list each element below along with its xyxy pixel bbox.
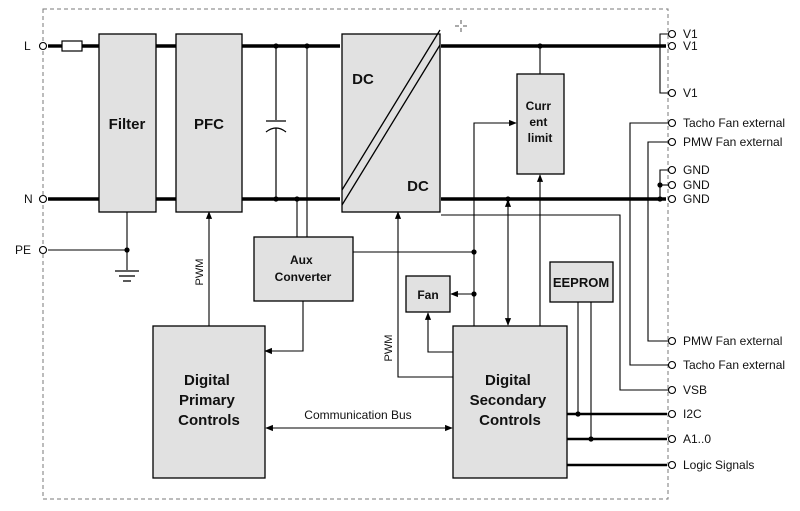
output-label: I2C <box>683 407 702 421</box>
input-terminal-l <box>38 41 48 51</box>
output-label: VSB <box>683 383 707 397</box>
output-terminal-10: VSB <box>667 383 707 397</box>
current-limit-label: Curr ent limit <box>526 99 555 145</box>
gnd-sense-wire <box>659 169 668 199</box>
output-label: GND <box>683 178 710 192</box>
junction-dot <box>273 196 279 202</box>
junction-dot <box>588 436 594 442</box>
pfc-label: PFC <box>194 116 224 133</box>
terminal-circle <box>667 385 677 395</box>
output-label: V1 <box>683 86 698 100</box>
digital-secondary-block <box>452 325 568 479</box>
dcdc-input-label: DC <box>352 71 374 88</box>
input-terminal-pe <box>38 245 48 255</box>
eeprom-block <box>549 261 614 303</box>
tacho-fan-wire <box>629 122 668 366</box>
input-label-l: L <box>24 39 31 53</box>
input-label-n: N <box>24 192 33 206</box>
terminal-circle <box>667 165 677 175</box>
pmw-fan-wire <box>647 141 668 342</box>
junction-dot <box>537 43 543 49</box>
dcdc-converter-block <box>341 33 441 213</box>
terminal-circle <box>667 41 677 51</box>
junction-dot <box>273 43 279 49</box>
junction-dot <box>575 411 581 417</box>
output-terminal-12: A1..0 <box>667 432 711 446</box>
filter-label: Filter <box>109 116 146 133</box>
terminal-circle <box>667 336 677 346</box>
output-terminal-9: Tacho Fan external <box>667 358 785 372</box>
terminal-circle <box>667 118 677 128</box>
v1-sense-wire <box>659 46 668 94</box>
output-label: GND <box>683 163 710 177</box>
pfc-block <box>175 33 243 213</box>
output-terminal-8: PMW Fan external <box>667 334 782 348</box>
terminal-circle <box>667 360 677 370</box>
dcdc-output-label: DC <box>407 178 429 195</box>
eeprom-label: EEPROM <box>553 275 609 290</box>
output-label: GND <box>683 192 710 206</box>
output-terminal-7: GND <box>667 192 710 206</box>
input-terminal-n <box>38 194 48 204</box>
v1-sense-wire <box>659 33 668 47</box>
output-label: V1 <box>683 27 698 41</box>
junction-dot <box>304 43 310 49</box>
output-terminal-5: GND <box>667 163 710 177</box>
junction-dot <box>657 196 663 202</box>
current-limit-sense-wire <box>473 119 517 326</box>
aux-converter-block <box>253 236 354 302</box>
fan-block <box>405 275 451 313</box>
input-label-pe: PE <box>15 243 31 257</box>
fuse <box>61 40 83 52</box>
vsb-wire <box>441 214 668 391</box>
dcdc-diagonal <box>341 44 441 206</box>
communication-bus-label: Communication Bus <box>304 408 411 422</box>
terminal-circle <box>667 29 677 39</box>
output-terminal-0: V1 <box>667 27 698 41</box>
current-limit-block <box>516 73 565 175</box>
terminal-circle <box>667 409 677 419</box>
output-terminal-13: Logic Signals <box>667 458 754 472</box>
output-terminal-1: V1 <box>667 39 698 53</box>
ground-icon <box>115 270 139 282</box>
terminal-circle <box>667 180 677 190</box>
junction-dot <box>657 182 663 188</box>
digital-primary-label: Digital Primary Controls <box>178 372 240 429</box>
capacitor-icon <box>265 46 287 199</box>
output-label: V1 <box>683 39 698 53</box>
output-terminal-2: V1 <box>667 86 698 100</box>
output-terminal-3: Tacho Fan external <box>667 116 785 130</box>
junction-dot <box>294 196 300 202</box>
output-terminal-4: PMW Fan external <box>667 135 782 149</box>
terminal-circle <box>667 194 677 204</box>
output-label: A1..0 <box>683 432 711 446</box>
output-label: Logic Signals <box>683 458 754 472</box>
fan-label: Fan <box>417 288 438 302</box>
output-terminal-6: GND <box>667 178 710 192</box>
digital-secondary-label: Digital Secondary Controls <box>470 372 551 429</box>
dcdc-diagonal <box>341 29 441 191</box>
output-label: PMW Fan external <box>683 334 782 348</box>
junction-dot <box>505 196 511 202</box>
output-terminal-11: I2C <box>667 407 702 421</box>
aux-converter-label: Aux Converter <box>275 253 332 284</box>
fan-control-wire <box>424 312 453 353</box>
crosshair-mark <box>455 20 467 32</box>
terminal-circle <box>667 434 677 444</box>
aux-to-primary-wire <box>264 301 304 355</box>
pwm-secondary-wire <box>394 211 453 378</box>
pwm-primary-label: PWM <box>194 259 206 286</box>
output-label: Tacho Fan external <box>683 116 785 130</box>
digital-primary-block <box>152 325 266 479</box>
pwm-secondary-label: PWM <box>383 335 395 362</box>
terminal-circle <box>667 88 677 98</box>
terminal-circle <box>667 137 677 147</box>
output-label: Tacho Fan external <box>683 358 785 372</box>
junction-dot <box>124 247 130 253</box>
terminal-circle <box>667 460 677 470</box>
output-label: PMW Fan external <box>683 135 782 149</box>
